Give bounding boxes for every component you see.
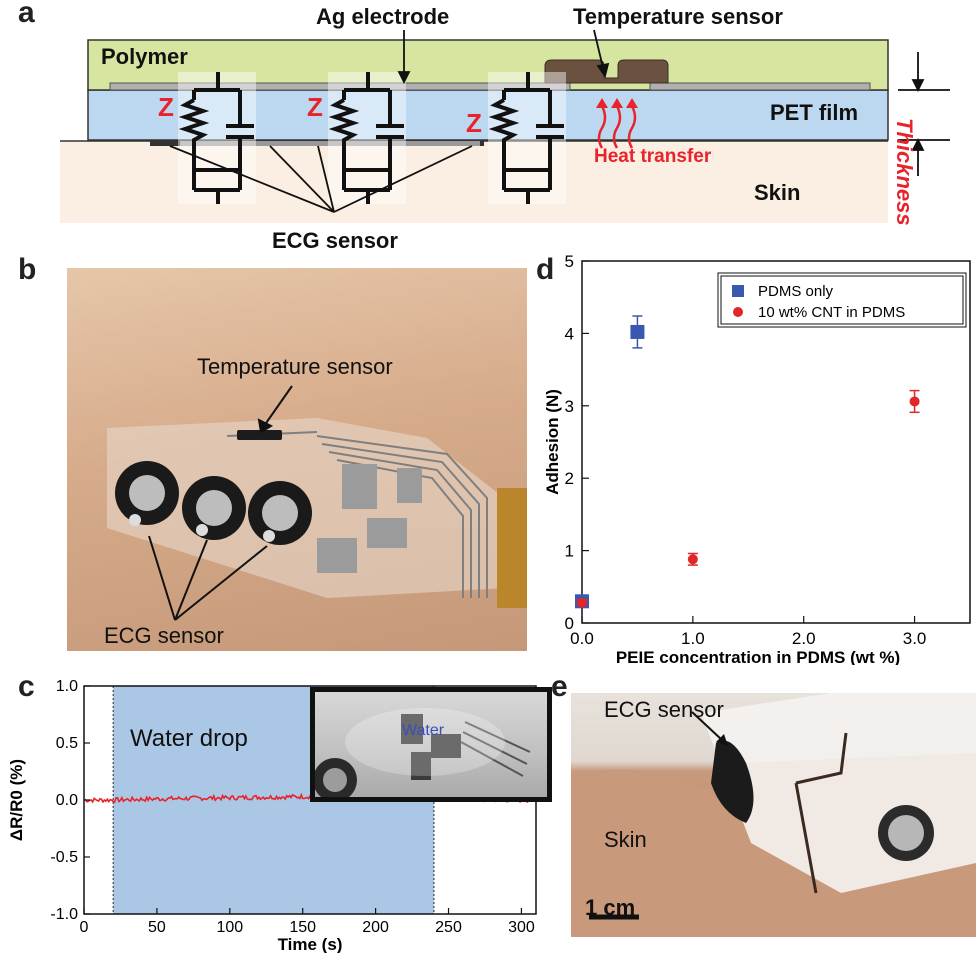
skin-adhesion-photo xyxy=(571,693,976,937)
heat-transfer-arrows xyxy=(596,98,638,149)
polymer-label: Polymer xyxy=(101,44,188,69)
chart-d-frame xyxy=(581,260,971,624)
x-axis-label: Time (s) xyxy=(278,935,343,953)
x-tick-label: 3.0 xyxy=(903,629,927,648)
legend-label: 10 wt% CNT in PDMS xyxy=(758,304,905,321)
legend-label: PDMS only xyxy=(758,283,834,300)
polymer-layer xyxy=(87,39,889,91)
ecg-electrode-pad xyxy=(150,140,180,146)
water-inset-photo xyxy=(310,687,552,802)
y-tick-label: 4 xyxy=(565,324,574,343)
impedance-circuit-2 xyxy=(328,72,406,204)
water-drop-label: Water drop xyxy=(130,725,248,752)
skin-label-e: Skin xyxy=(604,827,647,852)
y-tick-label: 2 xyxy=(565,469,574,488)
y-tick-label: 1.0 xyxy=(56,678,78,695)
y-tick-label: 0.0 xyxy=(56,792,78,809)
y-axis-label: ΔR/R0 (%) xyxy=(7,759,26,841)
x-tick-label: 250 xyxy=(435,919,462,936)
pet-film-label: PET film xyxy=(770,100,859,125)
pet-film-layer xyxy=(87,89,889,141)
x-tick-label: 2.0 xyxy=(792,629,816,648)
temperature-sensor-label-b: Temperature sensor xyxy=(197,354,393,379)
panel-e-label: e xyxy=(551,670,568,703)
impedance-z-label-3: Z xyxy=(466,108,482,138)
impedance-z-label-2: Z xyxy=(307,92,323,122)
impedance-circuit-1 xyxy=(178,72,256,204)
temperature-sensor-label: Temperature sensor xyxy=(573,4,783,29)
scale-bar-label: 1 cm xyxy=(585,895,636,920)
ecg-sensor-label-e: ECG sensor xyxy=(604,697,724,722)
x-tick-label: 100 xyxy=(216,919,243,936)
x-tick-label: 0.0 xyxy=(570,629,594,648)
x-tick-label: 50 xyxy=(148,919,166,936)
panel-a-label: a xyxy=(18,0,35,29)
ag-electrode-label: Ag electrode xyxy=(316,4,450,29)
data-point-square xyxy=(630,324,645,339)
panel-b-label: b xyxy=(18,253,37,286)
thickness-label: Thickness xyxy=(892,118,917,226)
temperature-sensor-bar xyxy=(237,430,282,440)
y-tick-label: 1 xyxy=(565,542,574,561)
ag-electrode-strip xyxy=(649,82,871,91)
y-tick-label: 5 xyxy=(565,253,574,271)
panel-d-label: d xyxy=(536,253,555,286)
impedance-z-label-1: Z xyxy=(158,92,174,122)
x-tick-label: 300 xyxy=(508,919,535,936)
ag-electrode-strip xyxy=(109,82,571,91)
y-tick-label: 3 xyxy=(565,397,574,416)
data-point-circle xyxy=(909,396,920,407)
temperature-sensor-element xyxy=(544,59,669,84)
x-tick-label: 200 xyxy=(362,919,389,936)
chest-photo xyxy=(67,268,527,651)
y-axis-label: Adhesion (N) xyxy=(543,389,562,495)
ecg-sensor-label-a: ECG sensor xyxy=(272,228,398,253)
ecg-sensor-label-b: ECG sensor xyxy=(104,623,224,648)
legend-marker xyxy=(733,307,743,317)
legend-box xyxy=(717,272,967,328)
x-tick-label: 1.0 xyxy=(681,629,705,648)
impedance-circuit-3 xyxy=(488,72,566,204)
x-tick-label: 150 xyxy=(289,919,316,936)
skin-layer xyxy=(60,141,888,223)
skin-label-a: Skin xyxy=(754,180,801,205)
panel-c-label: c xyxy=(18,670,35,703)
heat-transfer-label: Heat transfer xyxy=(594,146,712,167)
inset-water-label: Water xyxy=(402,722,445,739)
data-point-circle xyxy=(687,554,698,565)
y-tick-label: -1.0 xyxy=(50,906,78,923)
y-tick-label: 0 xyxy=(565,614,574,633)
y-tick-label: 0.5 xyxy=(56,735,78,752)
ecg-sensor-arrow-e xyxy=(691,711,728,746)
x-tick-label: 0 xyxy=(80,919,89,936)
legend-inner-box xyxy=(720,275,964,325)
panel-a-diagram xyxy=(60,29,950,223)
x-axis-label: PEIE concentration in PDMS (wt %) xyxy=(616,648,900,665)
data-point-circle xyxy=(577,597,587,608)
y-tick-label: -0.5 xyxy=(50,849,78,866)
legend-marker xyxy=(732,285,744,297)
